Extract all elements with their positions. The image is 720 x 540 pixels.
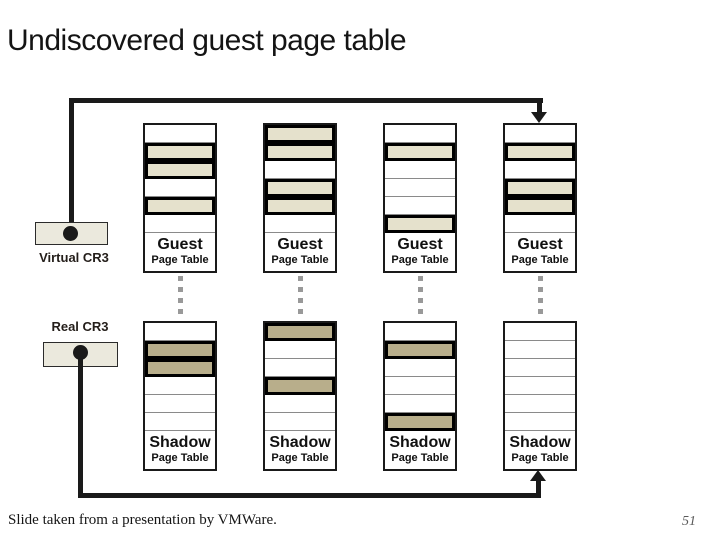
virtual-cr3-dot bbox=[63, 226, 78, 241]
guest-page-table-entry bbox=[265, 143, 335, 161]
shadow-page-table-entry bbox=[385, 413, 455, 431]
guest-page-table-entry bbox=[145, 143, 215, 161]
guest-page-table-entry bbox=[385, 215, 455, 233]
guest-page-table-entry bbox=[505, 125, 575, 143]
slide-title: Undiscovered guest page table bbox=[7, 24, 407, 57]
shadow-page-table-entry bbox=[265, 395, 335, 413]
page-number: 51 bbox=[682, 514, 696, 529]
real-cr3-path-vertical bbox=[78, 352, 83, 498]
virtual-cr3-path-vertical bbox=[69, 98, 74, 236]
shadow-page-table-entry bbox=[505, 395, 575, 413]
virtual-cr3-label: Virtual CR3 bbox=[39, 250, 109, 265]
shadow-page-table-title: Shadow bbox=[389, 434, 451, 451]
shadow-arrowhead-icon bbox=[530, 470, 546, 481]
shadow-page-table-entry bbox=[385, 395, 455, 413]
shadow-page-table-entry bbox=[265, 413, 335, 431]
shadow-page-table-entry bbox=[265, 341, 335, 359]
guest-page-table-title: Guest bbox=[517, 236, 563, 253]
shadow-page-table-entry bbox=[385, 341, 455, 359]
guest-page-table-subtitle: Page Table bbox=[511, 254, 569, 266]
guest-shadow-connector-2 bbox=[297, 276, 303, 318]
shadow-page-table-subtitle: Page Table bbox=[271, 452, 329, 464]
shadow-page-table-entry bbox=[145, 359, 215, 377]
virtual-cr3-path-horizontal bbox=[69, 98, 543, 103]
guest-page-table-entry bbox=[505, 143, 575, 161]
real-cr3-path-horizontal bbox=[78, 493, 541, 498]
shadow-page-table-entry bbox=[385, 359, 455, 377]
shadow-page-table-entry bbox=[505, 341, 575, 359]
shadow-page-table-subtitle: Page Table bbox=[511, 452, 569, 464]
shadow-page-table-entry bbox=[145, 395, 215, 413]
guest-page-table-title: Guest bbox=[277, 236, 323, 253]
shadow-arrow-vertical bbox=[536, 480, 541, 498]
shadow-page-table-title: Shadow bbox=[149, 434, 211, 451]
guest-page-table-entry bbox=[265, 161, 335, 179]
guest-arrow-vertical bbox=[537, 98, 542, 114]
guest-page-table-subtitle: Page Table bbox=[271, 254, 329, 266]
footer-credit: Slide taken from a presentation by VMWar… bbox=[8, 512, 277, 528]
guest-arrowhead-icon bbox=[531, 112, 547, 123]
shadow-page-table-entry bbox=[505, 323, 575, 341]
guest-page-table-title: Guest bbox=[157, 236, 203, 253]
guest-page-table-entry bbox=[385, 143, 455, 161]
guest-page-table-entry bbox=[505, 215, 575, 233]
guest-page-table-entry bbox=[265, 179, 335, 197]
guest-page-table-entry bbox=[505, 161, 575, 179]
shadow-page-table-entry bbox=[385, 323, 455, 341]
guest-page-table-entry bbox=[145, 215, 215, 233]
shadow-page-table-entry bbox=[265, 377, 335, 395]
guest-page-table-entry bbox=[385, 161, 455, 179]
guest-page-table-subtitle: Page Table bbox=[391, 254, 449, 266]
guest-page-table-entry bbox=[385, 179, 455, 197]
guest-page-table-entry bbox=[265, 125, 335, 143]
shadow-page-table-title: Shadow bbox=[269, 434, 331, 451]
real-cr3-label: Real CR3 bbox=[51, 319, 109, 334]
shadow-page-table-entry bbox=[505, 377, 575, 395]
guest-page-table-entry bbox=[265, 197, 335, 215]
guest-page-table-entry bbox=[385, 125, 455, 143]
shadow-page-table-subtitle: Page Table bbox=[391, 452, 449, 464]
guest-page-table-subtitle: Page Table bbox=[151, 254, 209, 266]
shadow-page-table-subtitle: Page Table bbox=[151, 452, 209, 464]
guest-shadow-connector-1 bbox=[177, 276, 183, 318]
shadow-page-table-entry bbox=[265, 359, 335, 377]
shadow-page-table-entry bbox=[145, 377, 215, 395]
guest-page-table-entry bbox=[145, 197, 215, 215]
shadow-page-table-entry bbox=[145, 341, 215, 359]
guest-page-table-entry bbox=[505, 197, 575, 215]
guest-page-table-title: Guest bbox=[397, 236, 443, 253]
guest-shadow-connector-4 bbox=[537, 276, 543, 318]
guest-page-table-entry bbox=[505, 179, 575, 197]
guest-page-table-entry bbox=[265, 215, 335, 233]
guest-shadow-connector-3 bbox=[417, 276, 423, 318]
shadow-page-table-entry bbox=[385, 377, 455, 395]
shadow-page-table-entry bbox=[145, 323, 215, 341]
guest-page-table-entry bbox=[145, 161, 215, 179]
shadow-page-table-entry bbox=[505, 413, 575, 431]
guest-page-table-entry bbox=[385, 197, 455, 215]
guest-page-table-entry bbox=[145, 125, 215, 143]
guest-page-table-entry bbox=[145, 179, 215, 197]
shadow-page-table-entry bbox=[145, 413, 215, 431]
shadow-page-table-entry bbox=[265, 323, 335, 341]
shadow-page-table-title: Shadow bbox=[509, 434, 571, 451]
shadow-page-table-entry bbox=[505, 359, 575, 377]
